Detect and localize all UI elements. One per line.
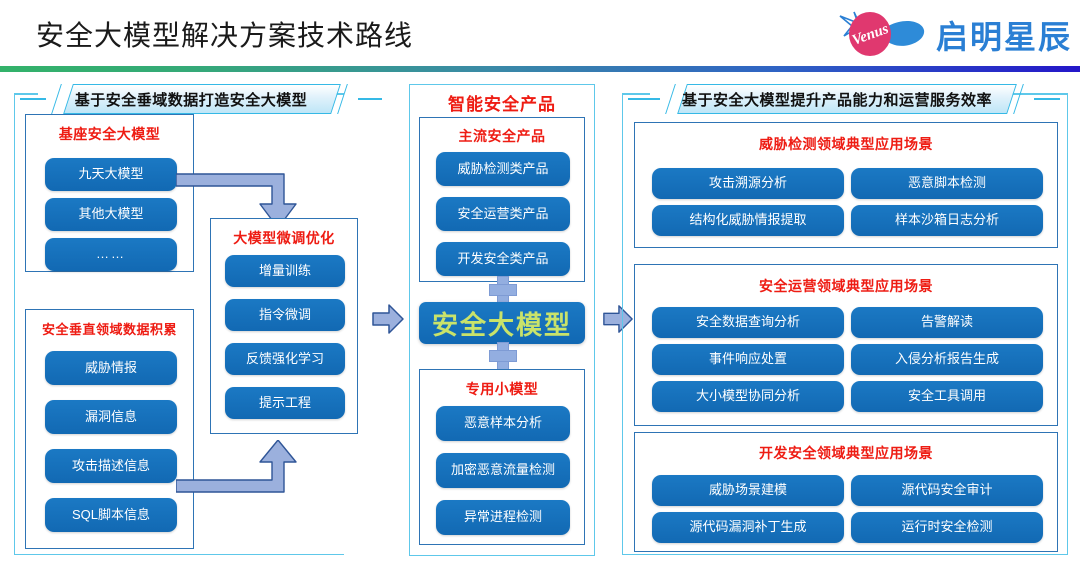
flow-arrow-middle-to-right-icon: [603, 305, 633, 333]
finetune-title: 大模型微调优化: [233, 230, 335, 246]
right-banner: 基于安全大模型提升产品能力和运营服务效率: [628, 84, 1060, 114]
scenario-1-item-1[interactable]: 告警解读: [851, 307, 1043, 338]
left-banner-text: 基于安全垂域数据打造安全大模型: [74, 91, 308, 109]
right-bracket-top-left: [622, 93, 650, 95]
scenario-group-security-operations: 安全运营领域典型应用场景 安全数据查询分析 告警解读 事件响应处置 入侵分析报告…: [634, 264, 1058, 426]
right-banner-lead-line: [628, 98, 660, 100]
scenario-group-threat-detection: 威胁检测领域典型应用场景 攻击溯源分析 恶意脚本检测 结构化威胁情报提取 样本沙…: [634, 122, 1058, 248]
data-accumulation-item-2[interactable]: 攻击描述信息: [45, 449, 177, 483]
slide-header: 安全大模型解决方案技术路线 Venus 启明星辰: [0, 0, 1080, 66]
left-banner-trail-line: [358, 98, 382, 100]
left-bracket-top-left: [14, 93, 38, 95]
finetune-box: 大模型微调优化 增量训练 指令微调 反馈强化学习 提示工程: [210, 218, 358, 434]
mainstream-products-box: 主流安全产品 威胁检测类产品 安全运营类产品 开发安全类产品: [419, 117, 585, 282]
scenario-2-item-0[interactable]: 威胁场景建模: [652, 475, 844, 506]
finetune-item-1[interactable]: 指令微调: [225, 299, 345, 331]
right-bracket-right-edge: [1066, 93, 1068, 555]
scenario-2-item-3[interactable]: 运行时安全检测: [851, 512, 1043, 543]
base-model-item-1[interactable]: 其他大模型: [45, 198, 177, 231]
scenario-group-development-security: 开发安全领域典型应用场景 威胁场景建模 源代码安全审计 源代码漏洞补丁生成 运行…: [634, 432, 1058, 552]
scenario-group-1-title: 安全运营领域典型应用场景: [759, 278, 933, 294]
left-banner: 基于安全垂域数据打造安全大模型: [20, 84, 382, 114]
small-model-0[interactable]: 恶意样本分析: [436, 406, 570, 441]
security-big-model-bar[interactable]: 安全大模型: [419, 302, 585, 344]
plus-icon-top: [489, 276, 517, 304]
right-banner-text: 基于安全大模型提升产品能力和运营服务效率: [681, 91, 992, 109]
base-model-box: 基座安全大模型 九天大模型 其他大模型 ……: [25, 114, 194, 272]
venus-logo-icon: Venus: [839, 11, 925, 56]
data-accumulation-item-0[interactable]: 威胁情报: [45, 351, 177, 385]
left-column-bracket: [14, 93, 344, 555]
mainstream-product-2[interactable]: 开发安全类产品: [436, 242, 570, 276]
small-model-2[interactable]: 异常进程检测: [436, 500, 570, 535]
right-banner-trail-line: [1034, 98, 1060, 100]
company-logo: Venus 启明星辰: [836, 6, 1070, 62]
finetune-item-0[interactable]: 增量训练: [225, 255, 345, 287]
elbow-arrow-up-icon: [176, 440, 297, 493]
scenario-1-item-3[interactable]: 入侵分析报告生成: [851, 344, 1043, 375]
mainstream-product-0[interactable]: 威胁检测类产品: [436, 152, 570, 186]
scenario-1-item-5[interactable]: 安全工具调用: [851, 381, 1043, 412]
base-model-item-0[interactable]: 九天大模型: [45, 158, 177, 191]
scenario-0-item-2[interactable]: 结构化威胁情报提取: [652, 205, 844, 236]
mainstream-products-title: 主流安全产品: [458, 128, 546, 144]
data-accumulation-box: 安全垂直领域数据积累 威胁情报 漏洞信息 攻击描述信息 SQL脚本信息: [25, 309, 194, 549]
scenario-group-0-title: 威胁检测领域典型应用场景: [759, 136, 933, 152]
left-banner-lead-line: [20, 98, 46, 100]
finetune-item-2[interactable]: 反馈强化学习: [225, 343, 345, 375]
middle-column-title: 智能安全产品: [448, 95, 556, 114]
scenario-group-2-title: 开发安全领域典型应用场景: [759, 445, 933, 461]
header-divider: [0, 66, 1080, 72]
data-accumulation-item-1[interactable]: 漏洞信息: [45, 400, 177, 434]
small-models-title: 专用小模型: [465, 381, 539, 397]
scenario-0-item-3[interactable]: 样本沙箱日志分析: [851, 205, 1043, 236]
base-model-item-2[interactable]: ……: [45, 238, 177, 271]
data-accumulation-item-3[interactable]: SQL脚本信息: [45, 498, 177, 532]
right-column-bracket: [622, 93, 1068, 555]
base-model-title: 基座安全大模型: [58, 126, 161, 142]
scenario-1-item-0[interactable]: 安全数据查询分析: [652, 307, 844, 338]
scenario-2-item-2[interactable]: 源代码漏洞补丁生成: [652, 512, 844, 543]
scenario-1-item-4[interactable]: 大小模型协同分析: [652, 381, 844, 412]
mainstream-product-1[interactable]: 安全运营类产品: [436, 197, 570, 231]
middle-column-frame: [409, 84, 595, 556]
finetune-item-3[interactable]: 提示工程: [225, 387, 345, 419]
right-bracket-top-right: [1008, 93, 1068, 95]
small-models-box: 专用小模型 恶意样本分析 加密恶意流量检测 异常进程检测: [419, 369, 585, 545]
flow-arrow-left-to-middle-icon: [372, 304, 404, 334]
scenario-2-item-1[interactable]: 源代码安全审计: [851, 475, 1043, 506]
company-name: 启明星辰: [936, 19, 1073, 55]
elbow-arrow-down-icon: [176, 173, 297, 229]
scenario-0-item-0[interactable]: 攻击溯源分析: [652, 168, 844, 199]
plus-icon-bottom: [489, 342, 517, 370]
page-title: 安全大模型解决方案技术路线: [36, 20, 414, 51]
scenario-1-item-2[interactable]: 事件响应处置: [652, 344, 844, 375]
data-accumulation-title: 安全垂直领域数据积累: [41, 322, 177, 337]
scenario-0-item-1[interactable]: 恶意脚本检测: [851, 168, 1043, 199]
small-model-1[interactable]: 加密恶意流量检测: [436, 453, 570, 488]
